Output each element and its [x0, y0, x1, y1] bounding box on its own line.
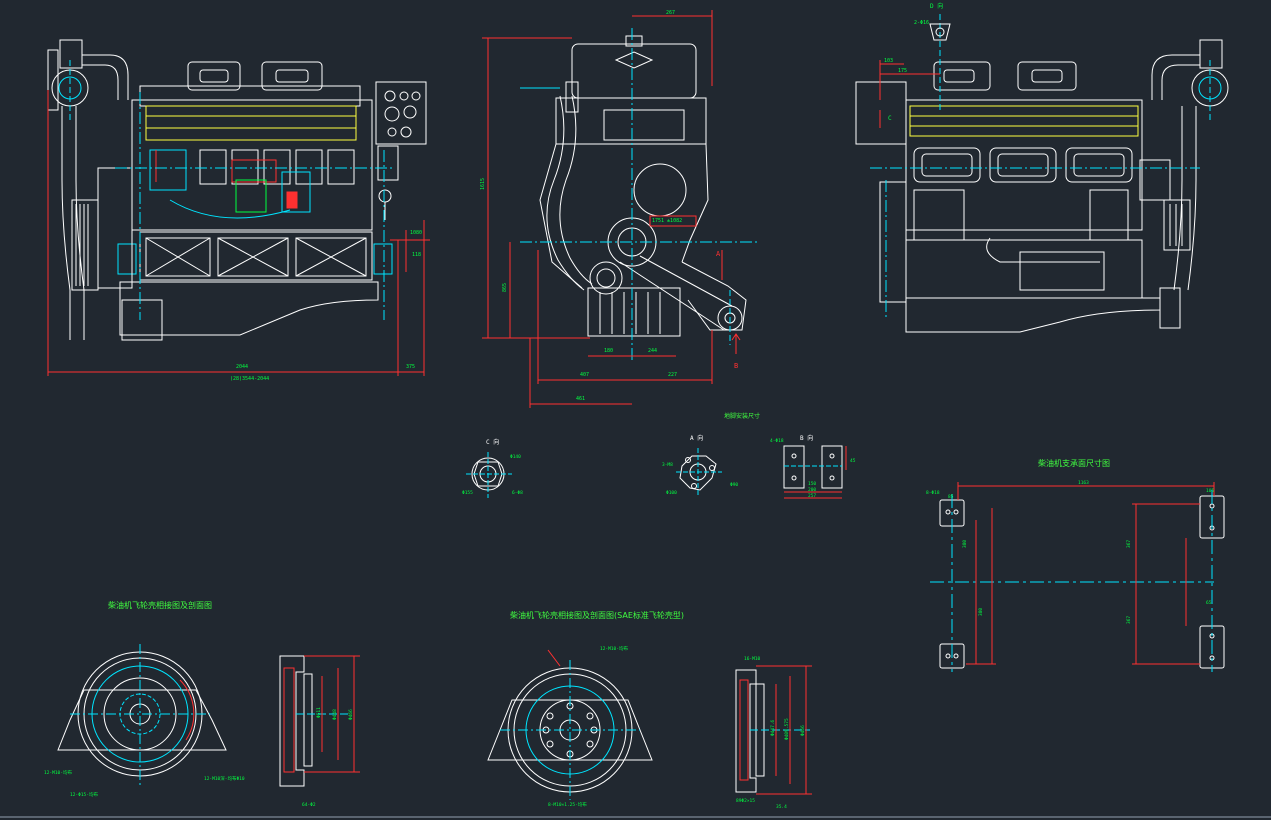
- detail-b-view: [783, 445, 847, 499]
- detail-a-d2: Φ100: [666, 490, 677, 496]
- flywheel-right-dimensions: [547, 649, 812, 795]
- mount-support-plan: [930, 490, 1225, 672]
- detail-c-d1: Φ140: [510, 454, 521, 460]
- mount-a: 8-Φ18: [926, 490, 940, 496]
- dim-left-side-a: 1080: [410, 230, 422, 236]
- flywheel-left-note1: 12-M10-均布: [44, 769, 72, 776]
- mount-w: 1163: [1078, 480, 1089, 486]
- detail-b-d2: 150: [808, 481, 816, 487]
- dim-front-note: 1751 ±1082: [652, 218, 682, 224]
- flywheel-right-d2: Φ409.575: [784, 718, 790, 740]
- detail-b-d4: 257: [808, 493, 816, 499]
- mount-h4: 367: [1126, 616, 1132, 624]
- flywheel-right-d1: Φ447.6: [770, 719, 776, 736]
- engine-right-side-view: [855, 14, 1229, 333]
- dim-left-sub: (28)3544-2044: [230, 376, 269, 382]
- dim-front-b3: 407: [580, 372, 589, 378]
- arrow-label-a: A: [716, 250, 721, 258]
- arrow-b-icon: [731, 333, 741, 354]
- dim-left-side-b: 118: [412, 252, 421, 258]
- mount-s2: 105: [1206, 488, 1214, 494]
- detail-a-d3: Φ90: [730, 482, 738, 488]
- flywheel-right-bottom: 89Φ2×15: [736, 798, 755, 804]
- detail-b-d1: 4-Φ18: [770, 438, 784, 444]
- flywheel-right-title: 柴油机飞轮壳相接图及剖面图(SAE标准飞轮壳型): [510, 610, 684, 620]
- dim-front-lower: 865: [502, 283, 508, 292]
- details-title: 地脚安装尺寸: [724, 412, 760, 420]
- flywheel-left-bottom: 64-Φ2: [302, 802, 316, 808]
- flywheel-right-note2: 8-M10×1.25-均布: [548, 801, 587, 808]
- flywheel-left-d3: Φ466: [348, 709, 354, 720]
- flywheel-right-view: [487, 660, 810, 800]
- mount-h2: 380: [978, 608, 984, 616]
- detail-c-label: C 向: [486, 438, 499, 446]
- flywheel-left-note3: 12-M10深-均布Φ10: [204, 775, 245, 782]
- detail-a-label: A 向: [690, 434, 703, 442]
- dim-left-overall: 2044: [236, 364, 248, 370]
- mount-dimensions: [957, 482, 1215, 665]
- flywheel-right-note1: 12-M10-均布: [600, 645, 628, 652]
- flywheel-right-d3: Φ466: [800, 725, 806, 736]
- dim-front-top: 267: [666, 10, 675, 16]
- right-w2: 175: [898, 68, 907, 74]
- right-d-size: 2-Φ16: [914, 20, 929, 26]
- flywheel-right-top: 16-M10: [744, 656, 761, 662]
- arrow-label-b: B: [734, 362, 738, 370]
- flywheel-left-note2: 12-Φ15-均布: [70, 791, 98, 798]
- flywheel-right-bottom2: 35.4: [776, 804, 787, 810]
- right-view-dimensions: [879, 23, 951, 128]
- mount-h3: 367: [1126, 540, 1132, 548]
- flywheel-left-title: 柴油机飞轮壳相接图及剖面图: [108, 600, 212, 610]
- left-view-dimensions: [47, 90, 430, 376]
- dim-left-right: 375: [406, 364, 415, 370]
- detail-b-d5: 45: [850, 458, 856, 464]
- right-d-label: D 向: [930, 2, 943, 10]
- dim-front-b2: 244: [648, 348, 657, 354]
- flywheel-left-d1: Φ511: [316, 707, 322, 718]
- engine-front-view: [520, 28, 760, 360]
- cylinder-block: [131, 99, 373, 231]
- mount-title: 柴油机支承面尺寸图: [1038, 458, 1110, 468]
- dim-front-b5: 461: [576, 396, 585, 402]
- detail-b-label: B 向: [800, 434, 813, 442]
- flywheel-left-view: [57, 644, 350, 787]
- dim-front-b4: 227: [668, 372, 677, 378]
- engine-left-side-view: [47, 39, 427, 341]
- flywheel-left-d2: Φ448: [332, 709, 338, 720]
- dim-front-b1: 180: [604, 348, 613, 354]
- right-c-label: C: [888, 115, 892, 122]
- detail-c-view: [466, 452, 512, 498]
- detail-a-d1: 3-M8: [662, 462, 673, 468]
- instrument-panel: [375, 81, 427, 145]
- detail-c-d2: Φ155: [462, 490, 473, 496]
- detail-a-view: [676, 448, 722, 496]
- front-view-dimensions: [482, 10, 723, 408]
- mount-h1: 380: [962, 540, 968, 548]
- dim-front-height: 1615: [480, 178, 486, 190]
- detail-b-d3: 200: [808, 487, 816, 493]
- right-w1: 103: [884, 58, 893, 64]
- detail-c-d3: 6-Φ8: [512, 490, 523, 496]
- mount-s3: 65: [1206, 600, 1212, 606]
- mount-s1: 85: [948, 494, 954, 500]
- flywheel-left-dimensions: [304, 655, 360, 773]
